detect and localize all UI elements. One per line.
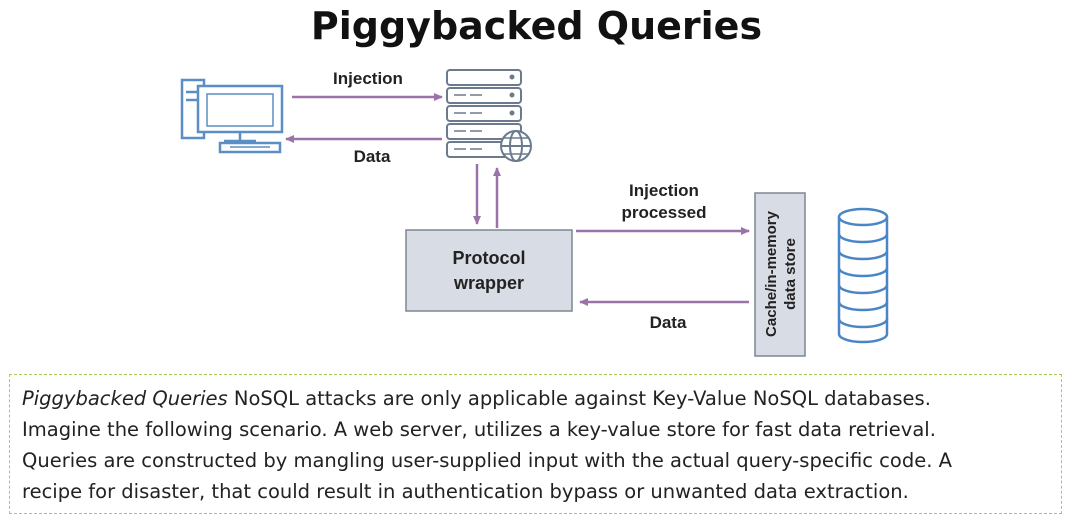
protocol-wrapper-line2: wrapper	[453, 273, 524, 293]
description-italic-lead: Piggybacked Queries	[22, 387, 228, 410]
computer-icon	[180, 78, 284, 154]
database-icon	[837, 207, 889, 344]
description-line-3: Queries are constructed by mangling user…	[22, 449, 952, 472]
protocol-wrapper-box	[405, 229, 573, 312]
cache-store-line2: data store	[782, 238, 799, 310]
cache-store-box	[754, 192, 806, 357]
protocol-wrapper-line1: Protocol	[452, 248, 525, 268]
web-server-icon	[446, 69, 522, 158]
label-data-top: Data	[354, 147, 391, 166]
page-title: Piggybacked Queries	[310, 4, 763, 48]
piggybacked-queries-diagram: Injection Data Protocol wrapper Injectio…	[180, 69, 889, 357]
description-box: Piggybacked Queries NoSQL attacks are on…	[9, 374, 1062, 514]
label-injection-processed-1: Injection	[629, 181, 699, 200]
globe-icon	[500, 130, 532, 162]
description-line-1: Piggybacked Queries NoSQL attacks are on…	[22, 383, 1049, 414]
cache-store-line1: Cache/in-memory	[763, 210, 780, 337]
label-injection-processed-2: processed	[621, 203, 706, 222]
label-data-bottom: Data	[650, 313, 687, 332]
label-injection: Injection	[333, 69, 403, 88]
description-line-4: recipe for disaster, that could result i…	[22, 480, 909, 503]
description-line-1-rest: NoSQL attacks are only applicable agains…	[227, 387, 931, 410]
description-line-2: Imagine the following scenario. A web se…	[22, 418, 936, 441]
